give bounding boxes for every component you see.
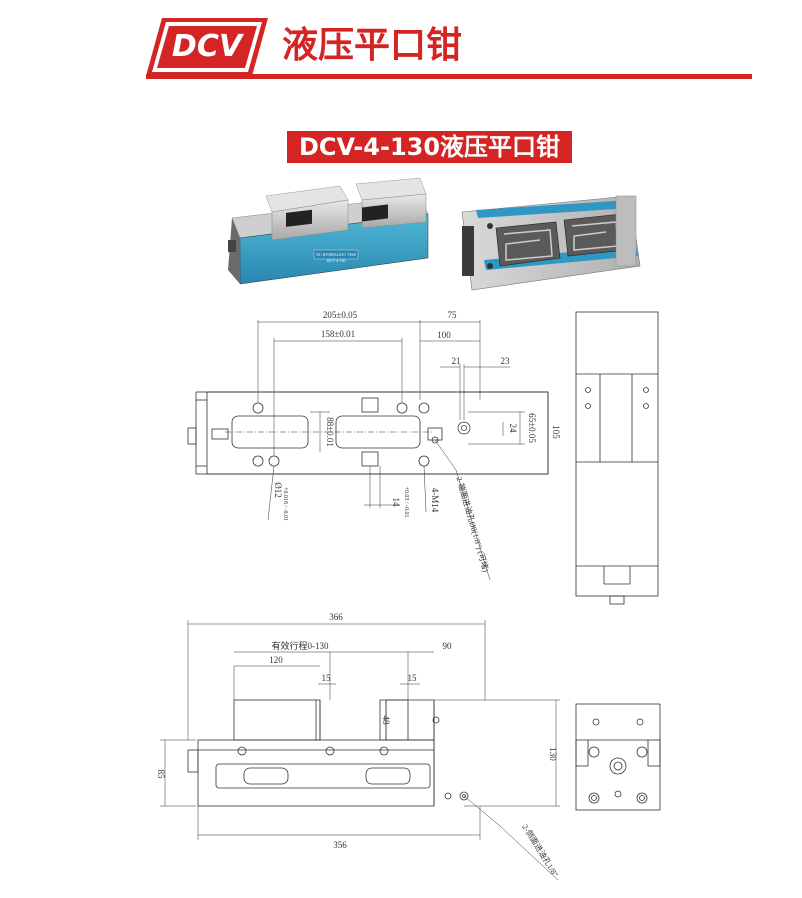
svg-text:366: 366 bbox=[329, 612, 343, 622]
svg-text:75: 75 bbox=[448, 310, 458, 320]
svg-text:21: 21 bbox=[452, 356, 461, 366]
end-view-bottom bbox=[575, 703, 661, 811]
svg-text:15: 15 bbox=[322, 673, 332, 683]
svg-text:14: 14 bbox=[391, 498, 401, 508]
vise-photo-top bbox=[461, 195, 641, 291]
vise-plate-text: NC HYDRAULIC VISE bbox=[316, 252, 356, 257]
header-badge-fill bbox=[157, 26, 257, 68]
top-view-dimensions: 205±0.05 75 158±0.01 100 21 23 24 65±0.0… bbox=[273, 310, 561, 573]
top-view-drawing bbox=[187, 320, 549, 581]
svg-text:2-端面进油孔Ø8(1/8") (可堵): 2-端面进油孔Ø8(1/8") (可堵) bbox=[454, 475, 491, 573]
svg-text:48: 48 bbox=[381, 716, 391, 726]
svg-text:100: 100 bbox=[437, 330, 451, 340]
svg-text:130: 130 bbox=[548, 747, 558, 761]
svg-text:90: 90 bbox=[443, 641, 453, 651]
svg-text:4-M14: 4-M14 bbox=[430, 488, 440, 513]
svg-text:105: 105 bbox=[551, 425, 561, 439]
svg-text:23: 23 bbox=[501, 356, 511, 366]
end-view-top bbox=[575, 311, 659, 605]
model-banner-label: DCV-4-130液压平口钳 bbox=[298, 133, 561, 161]
header-rule bbox=[146, 74, 752, 79]
svg-text:有效行程0-130: 有效行程0-130 bbox=[272, 640, 329, 651]
svg-text:120: 120 bbox=[269, 655, 283, 665]
header-code: DCV bbox=[171, 29, 243, 64]
svg-text:24: 24 bbox=[508, 424, 518, 434]
svg-text:356: 356 bbox=[333, 840, 347, 850]
svg-text:85: 85 bbox=[156, 770, 166, 780]
svg-text:+0.018 / -0.01: +0.018 / -0.01 bbox=[282, 487, 288, 521]
svg-text:15: 15 bbox=[408, 673, 418, 683]
svg-text:88±0.01: 88±0.01 bbox=[325, 417, 335, 447]
svg-text:Ø12: Ø12 bbox=[273, 482, 283, 498]
side-view-drawing bbox=[160, 620, 560, 881]
model-banner bbox=[287, 131, 572, 163]
vise-photo-front: NC HYDRAULIC VISE DCV-4-130 bbox=[228, 177, 429, 285]
svg-text:65±0.05: 65±0.05 bbox=[527, 413, 537, 443]
header-title: 液压平口钳 bbox=[282, 25, 463, 66]
svg-text:+0.03 / -0.01: +0.03 / -0.01 bbox=[403, 486, 409, 517]
vise-plate-model: DCV-4-130 bbox=[327, 258, 346, 263]
svg-text:158±0.01: 158±0.01 bbox=[321, 329, 355, 339]
svg-text:205±0.05: 205±0.05 bbox=[323, 310, 358, 320]
